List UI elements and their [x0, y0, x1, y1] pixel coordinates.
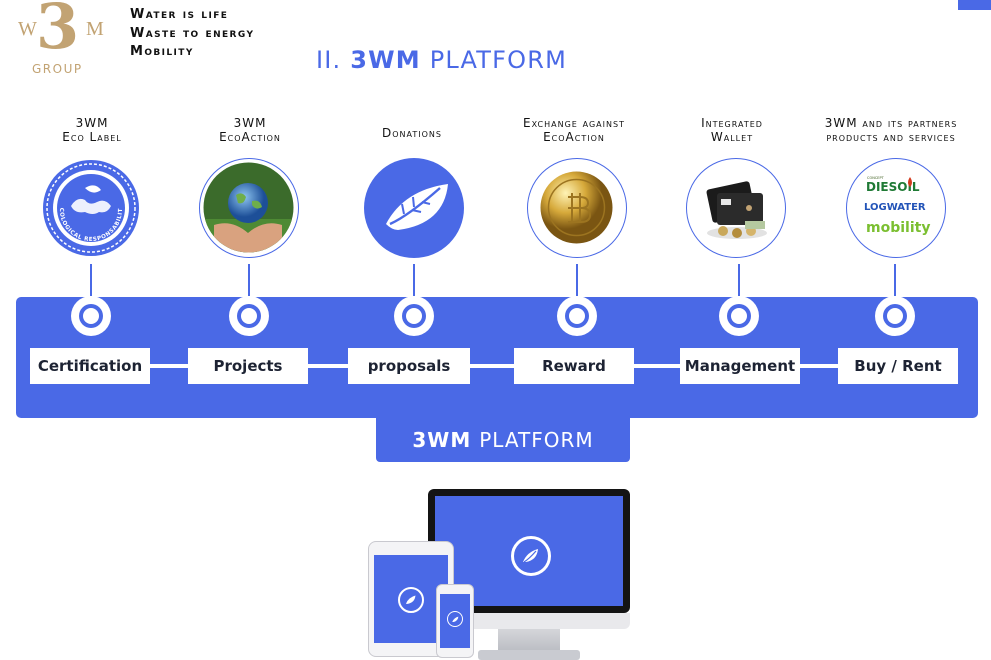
- feature-eco-label: 3WM Eco Label: [2, 116, 182, 156]
- brand-mobility-text: mobility: [866, 220, 930, 236]
- tablet-screen: [374, 555, 448, 643]
- feature-ecoaction: 3WM EcoAction: [160, 116, 340, 156]
- logo-letter-m: M: [86, 18, 104, 40]
- tagline-waste: Waste to energy: [130, 25, 255, 41]
- step-certification: Certification: [30, 348, 150, 384]
- feature-exchange: Exchange against EcoAction: [484, 116, 664, 156]
- partner-brands-icon: CONCEPT DIESOIL LOGWATER mobility: [846, 158, 946, 258]
- timeline-node: [719, 296, 759, 336]
- platform-tab: 3WM PLATFORM: [376, 418, 630, 462]
- step-connector: [798, 364, 840, 368]
- phone-icon: [436, 584, 474, 658]
- feature-caption: Donations: [382, 126, 442, 140]
- title-brand: 3WM: [350, 46, 421, 74]
- corner-tab: [958, 0, 991, 10]
- leaf-icon: [398, 587, 424, 613]
- platform-tab-brand: 3WM: [412, 428, 472, 452]
- timeline-node: [557, 296, 597, 336]
- step-proposals: proposals: [348, 348, 470, 384]
- wallet-icon: [686, 158, 786, 258]
- earth-in-hands-icon: [199, 158, 299, 258]
- w3m-group-logo: W 3 M GROUP: [14, 0, 110, 78]
- stem-line: [576, 264, 578, 296]
- leaf-icon: [364, 158, 464, 258]
- brand-logwater-text: LOGWATER: [864, 202, 926, 213]
- step-projects: Projects: [188, 348, 308, 384]
- timeline-node: [71, 296, 111, 336]
- step-buy-rent: Buy / Rent: [838, 348, 958, 384]
- feature-caption: 3WM Eco Label: [62, 116, 122, 144]
- platform-tab-label: PLATFORM: [479, 428, 594, 452]
- logo-letter-w: W: [18, 18, 37, 40]
- timeline-node: [229, 296, 269, 336]
- stem-line: [90, 264, 92, 296]
- ecological-responsability-seal-icon: ECOLOGICAL RESPONSABILITY: [38, 154, 141, 258]
- stem-line: [894, 264, 896, 296]
- page-title: II. 3WM PLATFORM: [316, 46, 567, 74]
- logo-group-text: GROUP: [32, 62, 83, 76]
- gold-coin-icon: [527, 158, 627, 258]
- feature-partners: 3WM and its partners products and servic…: [796, 116, 986, 156]
- platform-band: [16, 297, 978, 418]
- title-prefix: II.: [316, 46, 342, 74]
- title-rest: PLATFORM: [429, 46, 568, 74]
- logo-numeral-3: 3: [36, 0, 80, 63]
- brand-concept-text: CONCEPT: [867, 176, 885, 180]
- feature-caption: 3WM and its partners products and servic…: [824, 116, 958, 144]
- monitor-stand: [498, 629, 560, 653]
- phone-screen: [440, 594, 470, 648]
- leaf-icon: [511, 536, 551, 576]
- feature-caption: 3WM EcoAction: [219, 116, 281, 144]
- brand-diesoil-text: DIESOIL: [866, 180, 920, 194]
- stem-line: [248, 264, 250, 296]
- feature-caption: Exchange against EcoAction: [523, 116, 625, 144]
- taglines: Water is life Waste to energy Mobility: [130, 6, 254, 62]
- tagline-water: Water is life: [130, 7, 229, 22]
- feature-wallet: Integrated Wallet: [642, 116, 822, 156]
- step-connector: [148, 364, 190, 368]
- step-connector: [632, 364, 682, 368]
- step-connector: [468, 364, 516, 368]
- feature-donations: Donations: [322, 126, 502, 166]
- timeline-node: [394, 296, 434, 336]
- stem-line: [413, 264, 415, 296]
- tagline-mobility: Mobility: [130, 44, 194, 59]
- feature-caption: Integrated Wallet: [701, 116, 763, 144]
- monitor-base: [478, 650, 580, 660]
- step-reward: Reward: [514, 348, 634, 384]
- timeline-node: [875, 296, 915, 336]
- step-connector: [306, 364, 350, 368]
- leaf-icon: [447, 611, 463, 627]
- stem-line: [738, 264, 740, 296]
- monitor-chin: [428, 613, 630, 629]
- step-management: Management: [680, 348, 800, 384]
